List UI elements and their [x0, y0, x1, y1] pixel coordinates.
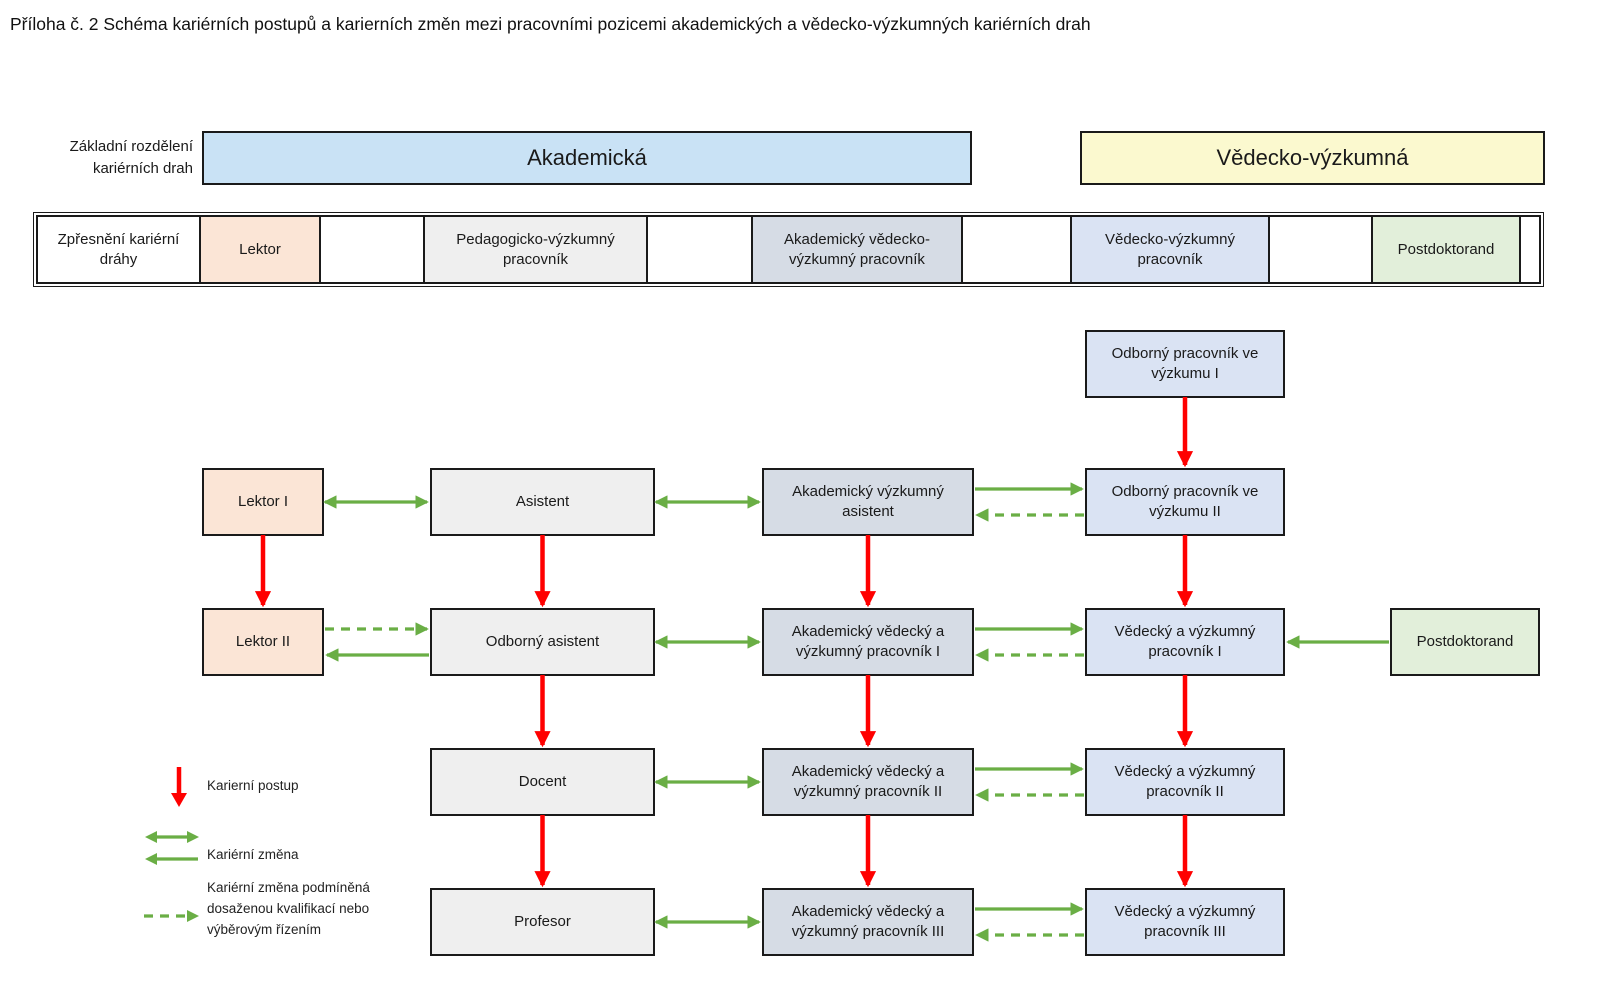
box-vedecky-vyzkumny-iii: Vědecký a výzkumný pracovník III	[1085, 888, 1285, 956]
box-odborny-pracovnik-ve-vyzkumu-i: Odborný pracovník ve výzkumu I	[1085, 330, 1285, 398]
box-vedecky-vyzkumny-ii: Vědecký a výzkumný pracovník II	[1085, 748, 1285, 816]
refinement-label: Zpřesnění kariérní dráhy	[38, 217, 201, 282]
box-akademicky-vyzkumny-asistent: Akademický výzkumný asistent	[762, 468, 974, 536]
refinement-spacer	[321, 217, 423, 282]
box-postdoktorand: Postdoktorand	[1390, 608, 1540, 676]
legend-conditional-change-arrow-icon	[144, 910, 199, 922]
box-asistent: Asistent	[430, 468, 655, 536]
refinement-row: Zpřesnění kariérní dráhy Lektor Pedagogi…	[33, 212, 1544, 287]
track-research: Vědecko-výzkumná	[1080, 131, 1545, 185]
box-lektor-i: Lektor I	[202, 468, 324, 536]
legend-career-progress-arrow-icon	[171, 767, 187, 807]
refinement-cell-lektor: Lektor	[199, 217, 321, 282]
legend-conditional-change-label: Kariérní změna podmíněná dosaženou kvali…	[207, 880, 370, 937]
track-academic: Akademická	[202, 131, 972, 185]
box-docent: Docent	[430, 748, 655, 816]
refinement-cell-postdoktorand: Postdoktorand	[1371, 217, 1521, 282]
box-akademicky-vedecky-vyzkumny-ii: Akademický vědecký a výzkumný pracovník …	[762, 748, 974, 816]
refinement-cell-pedagogicko-vyzkumny: Pedagogicko-výzkumný pracovník	[423, 217, 648, 282]
box-profesor: Profesor	[430, 888, 655, 956]
refinement-spacer	[1270, 217, 1371, 282]
box-akademicky-vedecky-vyzkumny-iii: Akademický vědecký a výzkumný pracovník …	[762, 888, 974, 956]
box-akademicky-vedecky-vyzkumny-i: Akademický vědecký a výzkumný pracovník …	[762, 608, 974, 676]
legend-career-progress-label: Karierní postup	[207, 778, 299, 793]
refinement-cell-vedecko-vyzkumny: Vědecko-výzkumný pracovník	[1070, 217, 1270, 282]
box-odborny-pracovnik-ve-vyzkumu-ii: Odborný pracovník ve výzkumu II	[1085, 468, 1285, 536]
refinement-spacer	[648, 217, 751, 282]
refinement-row-inner: Zpřesnění kariérní dráhy Lektor Pedagogi…	[36, 215, 1541, 284]
track-division-label: Základní rozdělení kariérních drah	[69, 138, 193, 177]
box-vedecky-vyzkumny-i: Vědecký a výzkumný pracovník I	[1085, 608, 1285, 676]
refinement-spacer	[963, 217, 1070, 282]
box-lektor-ii: Lektor II	[202, 608, 324, 676]
page-title: Příloha č. 2 Schéma kariérních postupů a…	[10, 14, 1091, 34]
legend-career-change-arrows-icon	[145, 831, 199, 865]
refinement-cell-akademicky-vedecko-vyzkumny: Akademický vědecko-výzkumný pracovník	[751, 217, 963, 282]
legend-career-change-label: Kariérní změna	[207, 847, 299, 862]
box-odborny-asistent: Odborný asistent	[430, 608, 655, 676]
